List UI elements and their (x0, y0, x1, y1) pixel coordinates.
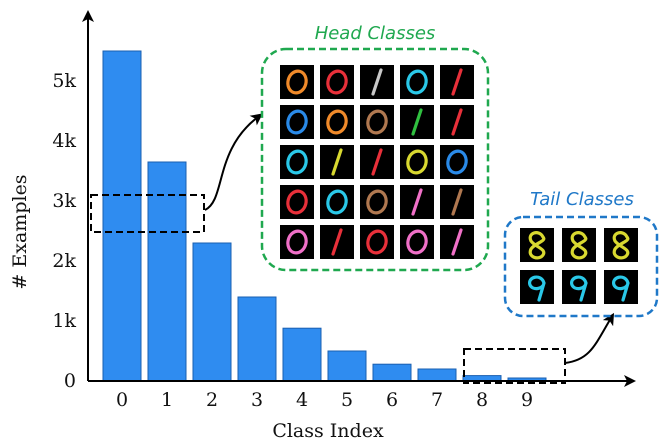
bar-class-6 (372, 363, 412, 382)
x-tick-label: 3 (251, 389, 263, 411)
x-tick-label: 1 (161, 389, 173, 411)
digit-9-glyph (528, 275, 546, 302)
digit-1-glyph (331, 148, 343, 176)
digit-0-glyph (366, 109, 388, 135)
head-classes-panel (260, 47, 490, 272)
y-tick-label: 1k (52, 310, 76, 332)
x-tick-labels: 0 1 2 3 4 5 6 7 8 9 (116, 389, 533, 411)
bars-group (102, 50, 547, 382)
digit-0-glyph (406, 69, 428, 95)
y-tick-label: 4k (52, 130, 76, 152)
tail-callout-arrow (564, 312, 615, 364)
head-callout-arrow (204, 113, 263, 211)
x-tick-label: 9 (521, 389, 533, 411)
digit-0-glyph (286, 69, 308, 95)
digit-0-glyph (326, 189, 348, 215)
digit-0-glyph (286, 109, 308, 135)
bar-class-0 (102, 50, 142, 382)
digit-1-glyph (451, 68, 463, 96)
digit-1-glyph (411, 188, 423, 216)
x-tick-label: 2 (206, 389, 218, 411)
digit-8-glyph (528, 231, 546, 260)
x-tick-label: 5 (341, 389, 353, 411)
digit-0-glyph (286, 189, 308, 215)
digit-1-glyph (371, 68, 383, 96)
head-digit-grid (280, 65, 474, 259)
x-tick-label: 4 (296, 389, 308, 411)
digit-8-glyph (612, 231, 630, 260)
bar-class-1 (147, 161, 187, 382)
y-tick-label: 2k (52, 250, 76, 272)
digit-0-glyph (406, 229, 428, 255)
tail-selection-box (463, 348, 566, 384)
digit-1-glyph (331, 228, 343, 256)
bar-class-3 (237, 296, 277, 382)
y-tick-label: 3k (52, 190, 76, 212)
tail-classes-panel (503, 215, 659, 318)
digit-0-glyph (406, 149, 428, 175)
digit-0-glyph (446, 149, 468, 175)
digit-1-glyph (411, 108, 423, 136)
x-axis-title: Class Index (272, 420, 384, 442)
digit-1-glyph (451, 228, 463, 256)
head-selection-box (90, 194, 205, 233)
y-tick-labels: 0 1k 2k 3k 4k 5k (52, 70, 76, 392)
bar-class-5 (327, 350, 367, 382)
digit-0-glyph (366, 229, 388, 255)
digit-0-glyph (286, 149, 308, 175)
tail-classes-title: Tail Classes (530, 189, 634, 210)
digit-1-glyph (451, 188, 463, 216)
bar-class-2 (192, 242, 232, 382)
x-tick-label: 7 (431, 389, 443, 411)
digit-0-glyph (326, 69, 348, 95)
digit-8-glyph (570, 231, 588, 260)
x-tick-label: 8 (476, 389, 488, 411)
digit-0-glyph (366, 189, 388, 215)
digit-0-glyph (286, 229, 308, 255)
head-classes-title: Head Classes (315, 23, 436, 44)
x-tick-label: 6 (386, 389, 398, 411)
y-tick-label: 0 (64, 370, 76, 392)
digit-9-glyph (612, 275, 630, 302)
digit-0-glyph (326, 109, 348, 135)
bar-class-7 (417, 368, 457, 382)
y-tick-label: 5k (52, 70, 76, 92)
tail-digit-grid (520, 228, 638, 304)
digit-1-glyph (371, 148, 383, 176)
digit-1-glyph (451, 108, 463, 136)
x-tick-label: 0 (116, 389, 128, 411)
digit-9-glyph (570, 275, 588, 302)
y-axis-title: # Examples (9, 174, 31, 289)
bar-class-4 (282, 327, 322, 382)
